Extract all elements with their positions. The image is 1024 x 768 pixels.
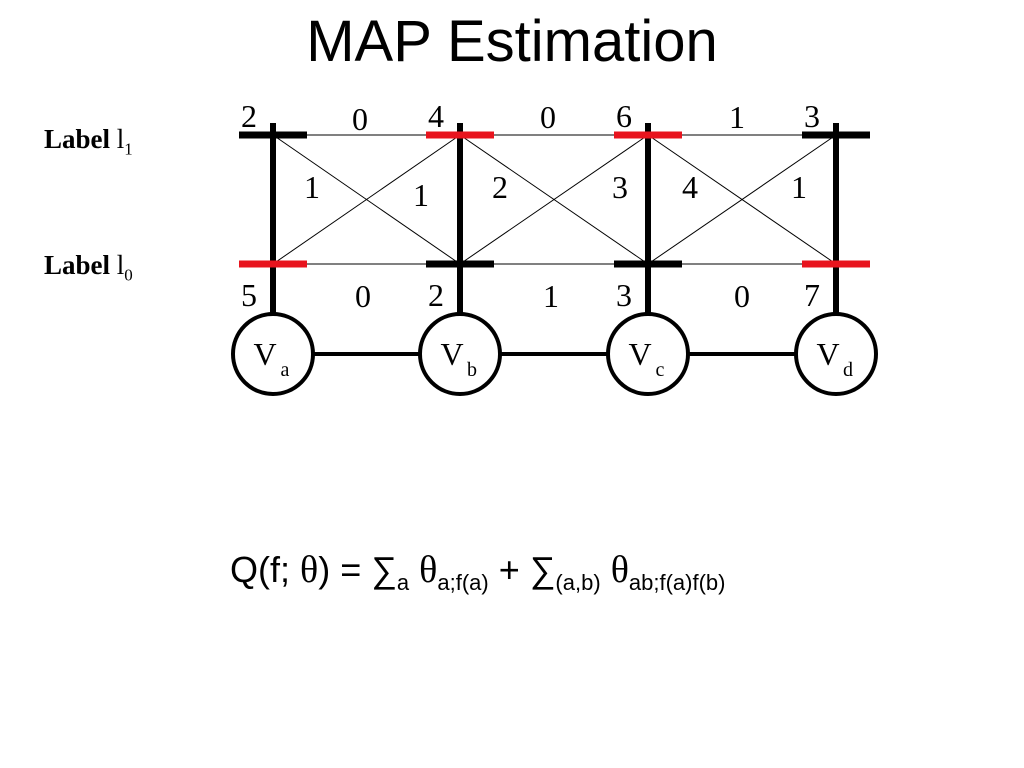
label-l0-sub: 0 [124,265,133,285]
variable-node [606,312,690,396]
label-l1-word: Label [44,124,111,154]
pairwise-l1-l1: 0 [540,99,556,135]
pairwise-l1-l1: 0 [352,101,368,137]
formula-sub-unary: a;f(a) [437,570,489,596]
unary-potential-l0: 2 [428,277,444,313]
unary-potential-l0: 3 [616,277,632,313]
pairwise-l0-l0: 0 [355,278,371,314]
pairwise-l0-l1: 1 [791,169,807,205]
edge-l0-l1 [272,134,461,265]
label-l1-letter: l [116,124,125,154]
theta-symbol: θ [610,549,629,591]
unary-potential-l1: 2 [241,98,257,134]
formula-sub-a: a [396,570,410,596]
pairwise-l1-l0: 1 [304,169,320,205]
label-l1: Label l1 [44,124,133,159]
label-l1-sub: 1 [124,139,133,159]
energy-formula: Q(f; θ) = ∑a θa;f(a) + ∑(a,b) θab;f(a)f(… [230,548,725,596]
unary-potential-l1: 4 [428,98,444,134]
pairwise-l0-l0: 0 [734,278,750,314]
pairwise-l1-l0: 2 [492,169,508,205]
variable-name: V [628,336,651,372]
label-l0-letter: l [116,250,125,280]
unary-potential-l1: 3 [804,98,820,134]
label-l0-word: Label [44,250,111,280]
formula-q: Q(f; [230,549,300,590]
variable-subscript: a [281,359,290,381]
pairwise-l0-l1: 1 [413,177,429,213]
theta-symbol: θ [300,549,319,591]
label-l0: Label l0 [44,250,133,285]
pairwise-l1-l1: 1 [729,99,745,135]
unary-potential-l0: 7 [804,277,820,313]
unary-potential-l0: 5 [241,277,257,313]
edge-l0-l1 [459,134,649,265]
theta-symbol: θ [419,549,438,591]
variable-node [794,312,878,396]
variable-name: V [253,336,276,372]
unary-potential-l1: 6 [616,98,632,134]
slide-title: MAP Estimation [306,9,718,74]
variable-node [231,312,315,396]
variable-subscript: c [656,359,665,381]
pairwise-l0-l0: 1 [543,278,559,314]
variable-node [418,312,502,396]
pairwise-l1-l0: 4 [682,169,698,205]
variable-name: V [440,336,463,372]
formula-plus: + ∑ [488,549,556,590]
formula-sub-pair: ab;f(a)f(b) [628,570,726,596]
variable-name: V [816,336,839,372]
variable-subscript: b [467,359,477,381]
variable-subscript: d [843,359,853,381]
edge-l0-l1 [647,134,837,265]
formula-sub-ab: (a,b) [555,570,601,596]
pairwise-l0-l1: 3 [612,169,628,205]
formula-eq: ) = ∑ [318,549,397,590]
